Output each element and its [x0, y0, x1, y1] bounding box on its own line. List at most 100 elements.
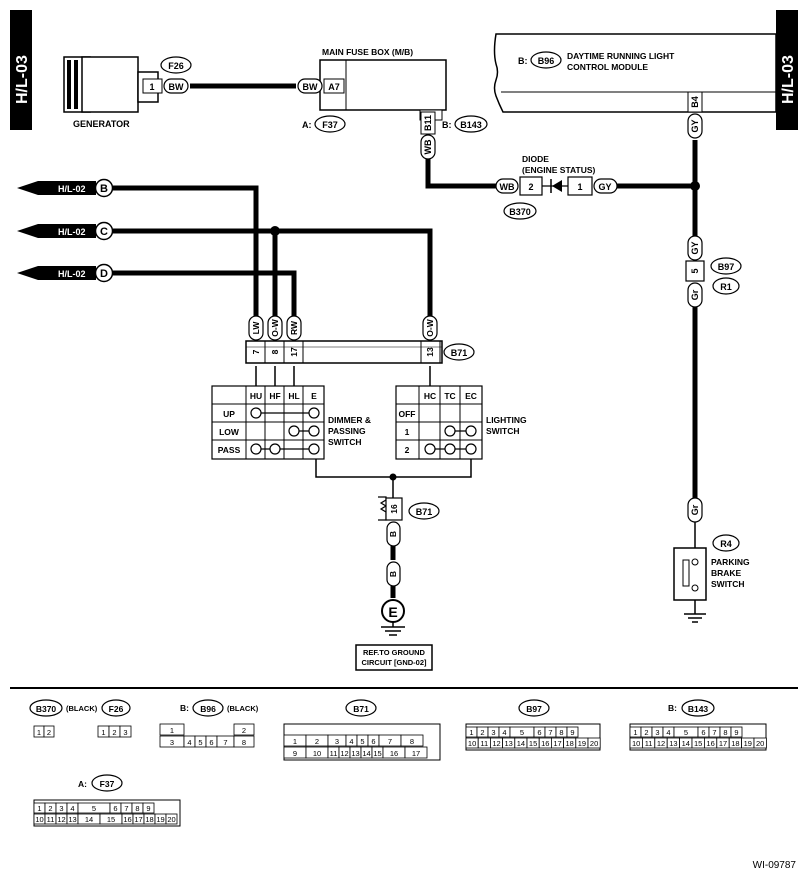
legend-f37-pin-label: 1	[37, 804, 41, 813]
legend-b96-pin-label: 2	[242, 726, 246, 735]
legend-b96-pin-label: 3	[170, 738, 174, 747]
offpage-c-ref: H/L-02	[58, 227, 86, 237]
diode-connector: B370	[509, 207, 531, 217]
legend-b143-pin-label: 5	[684, 728, 688, 737]
legend-b97-pin-label: 2	[480, 728, 484, 737]
legend-f26-cell	[119, 725, 132, 738]
b71-ground-connector: B71	[416, 507, 433, 517]
b71-pin-17: 17	[289, 347, 299, 357]
legend-b143-pin-label: 16	[706, 739, 714, 748]
legend-f37-pin-label: 19	[156, 815, 164, 824]
b71-wire-17: RW	[289, 320, 299, 335]
legend-b71-pin-label: 14	[362, 749, 370, 758]
legend-b143-pin-label: 20	[756, 739, 764, 748]
fuse-box-b-wire: WB	[423, 139, 433, 154]
dimmer-row-low: LOW	[219, 427, 240, 437]
ground-ref-line1: REF.TO GROUND	[363, 648, 426, 657]
generator-label: GENERATOR	[73, 119, 130, 129]
legend-b97-pin-label: 5	[520, 728, 524, 737]
connector-b97: GY 5 Gr B97 R1	[685, 235, 742, 308]
legend-b71-name: B71	[353, 704, 369, 714]
legend-b71-pin-label: 6	[371, 737, 375, 746]
legend-f37-cell	[142, 802, 155, 814]
legend-b97-pin-label: 17	[553, 739, 561, 748]
diode: DIODE (ENGINE STATUS) WB 2 1 GY B370	[495, 154, 618, 220]
legend-f37-pin-label: 20	[167, 815, 175, 824]
legend-f37-name: F37	[100, 779, 115, 789]
lighting-row-2: 2	[405, 445, 410, 455]
legend-b143-pin-label: 14	[682, 739, 690, 748]
legend-b71-pin-label: 16	[390, 749, 398, 758]
wire-hl02-b	[113, 185, 259, 316]
ground-connection: 16 B71 B B E REF.TO GROUND CIRCUIT [GND-…	[355, 496, 440, 671]
lighting-label-2: SWITCH	[486, 426, 520, 436]
legend-b71-cell	[404, 746, 428, 759]
drl-pin: B4	[690, 96, 700, 108]
b97-connector: B97	[718, 262, 735, 272]
b71-connector-label: B71	[451, 348, 468, 358]
junction-dot-drl	[690, 181, 700, 191]
b97-pin: 5	[690, 268, 700, 273]
legend-b96-pin-label: 5	[198, 738, 202, 747]
legend-b370-pin-label: 1	[37, 728, 41, 737]
legend-b143-pin-label: 11	[645, 739, 653, 748]
legend-b143-pin-label: 15	[694, 739, 702, 748]
legend-b97-pin-label: 19	[578, 739, 586, 748]
legend-b71-pin-label: 3	[335, 737, 339, 746]
wire-hl02-d	[113, 270, 297, 316]
legend-f37-pin-label: 2	[48, 804, 52, 813]
offpage-b: H/L-02 B	[17, 178, 114, 198]
lighting-row-off: OFF	[399, 409, 416, 419]
legend-f37-pin-label: 11	[47, 815, 55, 824]
offpage-b-ref: H/L-02	[58, 184, 86, 194]
legend-b143-pin-label: 9	[734, 728, 738, 737]
legend-b97-pin-label: 11	[480, 739, 488, 748]
generator-pin: 1	[149, 82, 154, 92]
legend-b97-pin-label: 3	[491, 728, 495, 737]
dimmer-label-1: DIMMER &	[328, 415, 371, 425]
legend-b96-pin-label: 8	[242, 738, 246, 747]
legend-b96-pin-label: 1	[170, 726, 174, 735]
main-fuse-box: MAIN FUSE BOX (M/B) A7 BW B11 WB A: F37 …	[297, 47, 488, 160]
legend-b97-cell	[587, 737, 601, 749]
b97-wire-bottom: Gr	[690, 289, 700, 300]
ground-symbol-e: E	[388, 604, 397, 620]
diode-pin-left: 2	[528, 182, 533, 192]
diode-title-line1: DIODE	[522, 154, 549, 164]
legend-b97-pin-label: 9	[570, 728, 574, 737]
legend-f37-pin-label: 16	[123, 815, 131, 824]
dimmer-row-up: UP	[223, 409, 235, 419]
legend-b143-cell	[730, 726, 743, 738]
legend-b71-pin-label: 15	[373, 749, 381, 758]
legend-f37-pin-label: 7	[124, 804, 128, 813]
legend-b96-color: (BLACK)	[227, 704, 259, 713]
legend-b370-color: (BLACK)	[66, 704, 98, 713]
legend-b96-name: B96	[200, 704, 216, 714]
b71-wire-7: LW	[251, 321, 261, 335]
figure-id: WI-09787	[753, 860, 797, 871]
legend-b370-pin-label: 2	[47, 728, 51, 737]
legend-b97-cell	[566, 726, 579, 738]
diode-wire-left: WB	[500, 182, 515, 192]
legend-f37-pin-label: 18	[145, 815, 153, 824]
side-tab-left-label: H/L-03	[14, 55, 31, 104]
side-tab-left: H/L-03	[10, 10, 32, 130]
legend-b97-pin-label: 12	[492, 739, 500, 748]
legend-b370-name: B370	[36, 704, 57, 714]
diode-wire-right: GY	[598, 182, 611, 192]
parking-brake-label-1: PARKING	[711, 557, 750, 567]
legend-f37-pin-label: 4	[70, 804, 74, 813]
connector-f26-badge	[160, 56, 192, 74]
legend-b97-pin-label: 8	[559, 728, 563, 737]
drl-title-line2: CONTROL MODULE	[567, 62, 648, 72]
legend-f26-pin-label: 3	[123, 728, 127, 737]
fuse-box-b-connector: B143	[460, 120, 482, 130]
legend-b96-pin-label: 7	[223, 738, 227, 747]
legend-b143-pin-label: 7	[712, 728, 716, 737]
legend-f37-pin-label: 12	[57, 815, 65, 824]
legend-b71-pin-label: 12	[340, 749, 348, 758]
legend-b71-pin-label: 8	[410, 737, 414, 746]
legend-f37-pin-label: 5	[92, 804, 96, 813]
legend-b97-pin-label: 16	[541, 739, 549, 748]
